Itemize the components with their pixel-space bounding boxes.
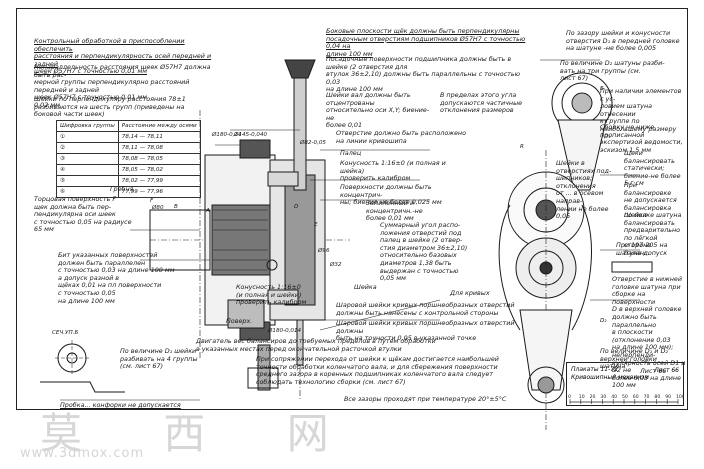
note-mid-10: Конусность 1:16±0 (и полная и шейки) про… xyxy=(236,283,307,307)
scale-label: 40 xyxy=(611,394,617,400)
dimension-label: A xyxy=(206,208,210,214)
scale-label: 80 xyxy=(654,394,660,400)
note-left-3: Шейки по перпендикуляру расстояния 78±1 … xyxy=(34,95,186,119)
note-right-4: Сборку не ниже прописанной экспертизой в… xyxy=(600,123,683,154)
scale-label: 60 xyxy=(633,394,639,400)
dimension-label: Ø80 xyxy=(152,205,164,211)
note-mid-13: Палец xyxy=(340,149,362,157)
note-right-5: Щеки балансировать статически; биение-не… xyxy=(624,149,681,188)
note-left-8: Пробка... конфорки не допускается xyxy=(60,401,181,409)
note-right-7: Шейки балансировать предварительно по лё… xyxy=(624,211,681,257)
note-mid-12: Поверх. xyxy=(226,317,253,325)
table-cell: ② xyxy=(56,142,119,154)
watermark-url: www.3dmox.com xyxy=(20,446,145,461)
group-table: Шифровка группы Расстояние между осями ①… xyxy=(56,120,201,198)
note-mid-8: Запиленный и концентричн.-не более 0,01 … xyxy=(366,199,423,223)
note-mid-15: Шаровой шейки кривых поршнеобразных отве… xyxy=(336,301,515,317)
sheet-number: Лист 66 xyxy=(640,367,667,375)
dimension-label: Ø145-0,040 xyxy=(234,132,268,138)
dimension-label: Б xyxy=(600,86,604,92)
note-mid-16: Шаровой шейки кривых поршнеобразных отве… xyxy=(336,319,515,343)
title-block-sheet: Лист 66 xyxy=(654,367,679,374)
note-right-9: При 197·205 на шатуне допуск xyxy=(616,241,668,257)
scale-label: 50 xyxy=(622,394,628,400)
note-mid-5: Отверстие должно быть расположено на лин… xyxy=(336,129,467,145)
note-bottom-1: Двигатель вес балансиров до требуемых пр… xyxy=(196,337,436,353)
title-block: Плакаты 11-72 Кривошипный механизм Лист … xyxy=(566,362,684,406)
note-left-1: Контрольный обработкой в приспособлении … xyxy=(34,37,212,76)
dimension-label: Ø82-0,05 xyxy=(300,140,326,146)
table-cell: ③ xyxy=(56,153,119,165)
scale-label: 30 xyxy=(600,394,606,400)
dimension-label: D xyxy=(294,204,299,210)
note-bottom-3: Все зазоры проходят при температуре 20°±… xyxy=(344,395,507,403)
scale-label: 0 xyxy=(568,394,571,400)
note-mid-9: Суммарный угол распо- ложения отверстий … xyxy=(380,221,468,283)
title-block-name: Плакаты 11-72 xyxy=(571,366,618,373)
dimension-label: Ø180-0,014 xyxy=(268,328,302,334)
drawing-frame xyxy=(16,8,688,410)
table-cell: ① xyxy=(56,131,119,143)
note-right-6: При балансировке не допускается балансир… xyxy=(624,181,682,220)
note-right-2: По величине D₂ шатуны разби- вать на три… xyxy=(560,59,665,83)
note-mid-7: Поверхности должны быть концентрич- ны; … xyxy=(340,183,442,207)
note-left-7: Гребня xyxy=(110,185,134,193)
table-header: Расстояние между осями xyxy=(117,120,201,132)
note-bottom-2: При сопряжении перехода от шейки к щёкам… xyxy=(256,355,499,386)
scale-label: 20 xyxy=(590,394,596,400)
note-mid-2: Посадочные поверхности подшипника должны… xyxy=(326,55,521,94)
dimension-label: CЕЧ.УП.Б xyxy=(52,330,79,336)
note-mid-6: Конусность 1:16±0 (и полная и шейка) про… xyxy=(340,159,446,183)
table-cell: ⑥ xyxy=(56,186,119,198)
note-left-4: Торцовая поверхность F щек должна быть п… xyxy=(34,195,132,234)
table-header: Шифровка группы xyxy=(56,120,119,132)
dimension-label: B xyxy=(174,204,178,210)
dimension-label: Ø32 xyxy=(330,262,342,268)
scale-label: 90 xyxy=(665,394,671,400)
note-mid-3: Шейки вал должны быть отцентрованы относ… xyxy=(326,91,430,130)
dimension-label: R xyxy=(520,144,524,150)
dimension-label: E xyxy=(314,222,318,228)
dimension-label: D₂ xyxy=(600,318,607,324)
title-block-subtitle: Кривошипный механизм xyxy=(571,374,649,381)
note-mid-11: Шейка xyxy=(354,283,377,291)
note-mid-1: Боковые плоскости щёк должны быть перпен… xyxy=(326,27,526,58)
table-cell: 77,99 — 77,96 xyxy=(117,186,201,198)
table-cell: ④ xyxy=(56,164,119,176)
table-cell: 78,11 — 78,08 xyxy=(117,142,201,154)
scale-label: 70 xyxy=(644,394,650,400)
table-cell: 78,14 — 78,11 xyxy=(117,131,201,143)
watermark-chars: 莫 西 网 xyxy=(40,409,363,458)
dimension-label: F xyxy=(150,198,154,204)
note-mid-4: В пределах этого угла допускаются частич… xyxy=(440,91,523,115)
dimension-label: Ø96 xyxy=(318,248,330,254)
dimension-label: Ø180-0,14 xyxy=(212,132,242,138)
note-mid-14: Для кривых xyxy=(450,289,490,297)
scale-label: 10 xyxy=(579,394,585,400)
table-cell: 78,05 — 78,02 xyxy=(117,164,201,176)
note-right-8: Шейки в отверстиях под- шипников; отклон… xyxy=(556,159,612,221)
note-left-5: Бит указанных поверхностей должен быть п… xyxy=(58,251,175,305)
note-right-11: По величине D₁ и D₂ верхней головки шату… xyxy=(600,347,668,371)
note-right-3: При наличии элементов с ус- ловием шатун… xyxy=(600,87,682,133)
note-left-2: Непараллельность расстояния шеек Ø57Н7 д… xyxy=(34,63,211,109)
dimension-label: D₁ xyxy=(604,134,611,140)
table-cell: 78,08 — 78,05 xyxy=(117,153,201,165)
note-left-6: По величине D₁ шейки разбивать на 4 груп… xyxy=(120,347,198,371)
note-right-1: По зазору шейки и конусности отверстия D… xyxy=(566,29,680,53)
